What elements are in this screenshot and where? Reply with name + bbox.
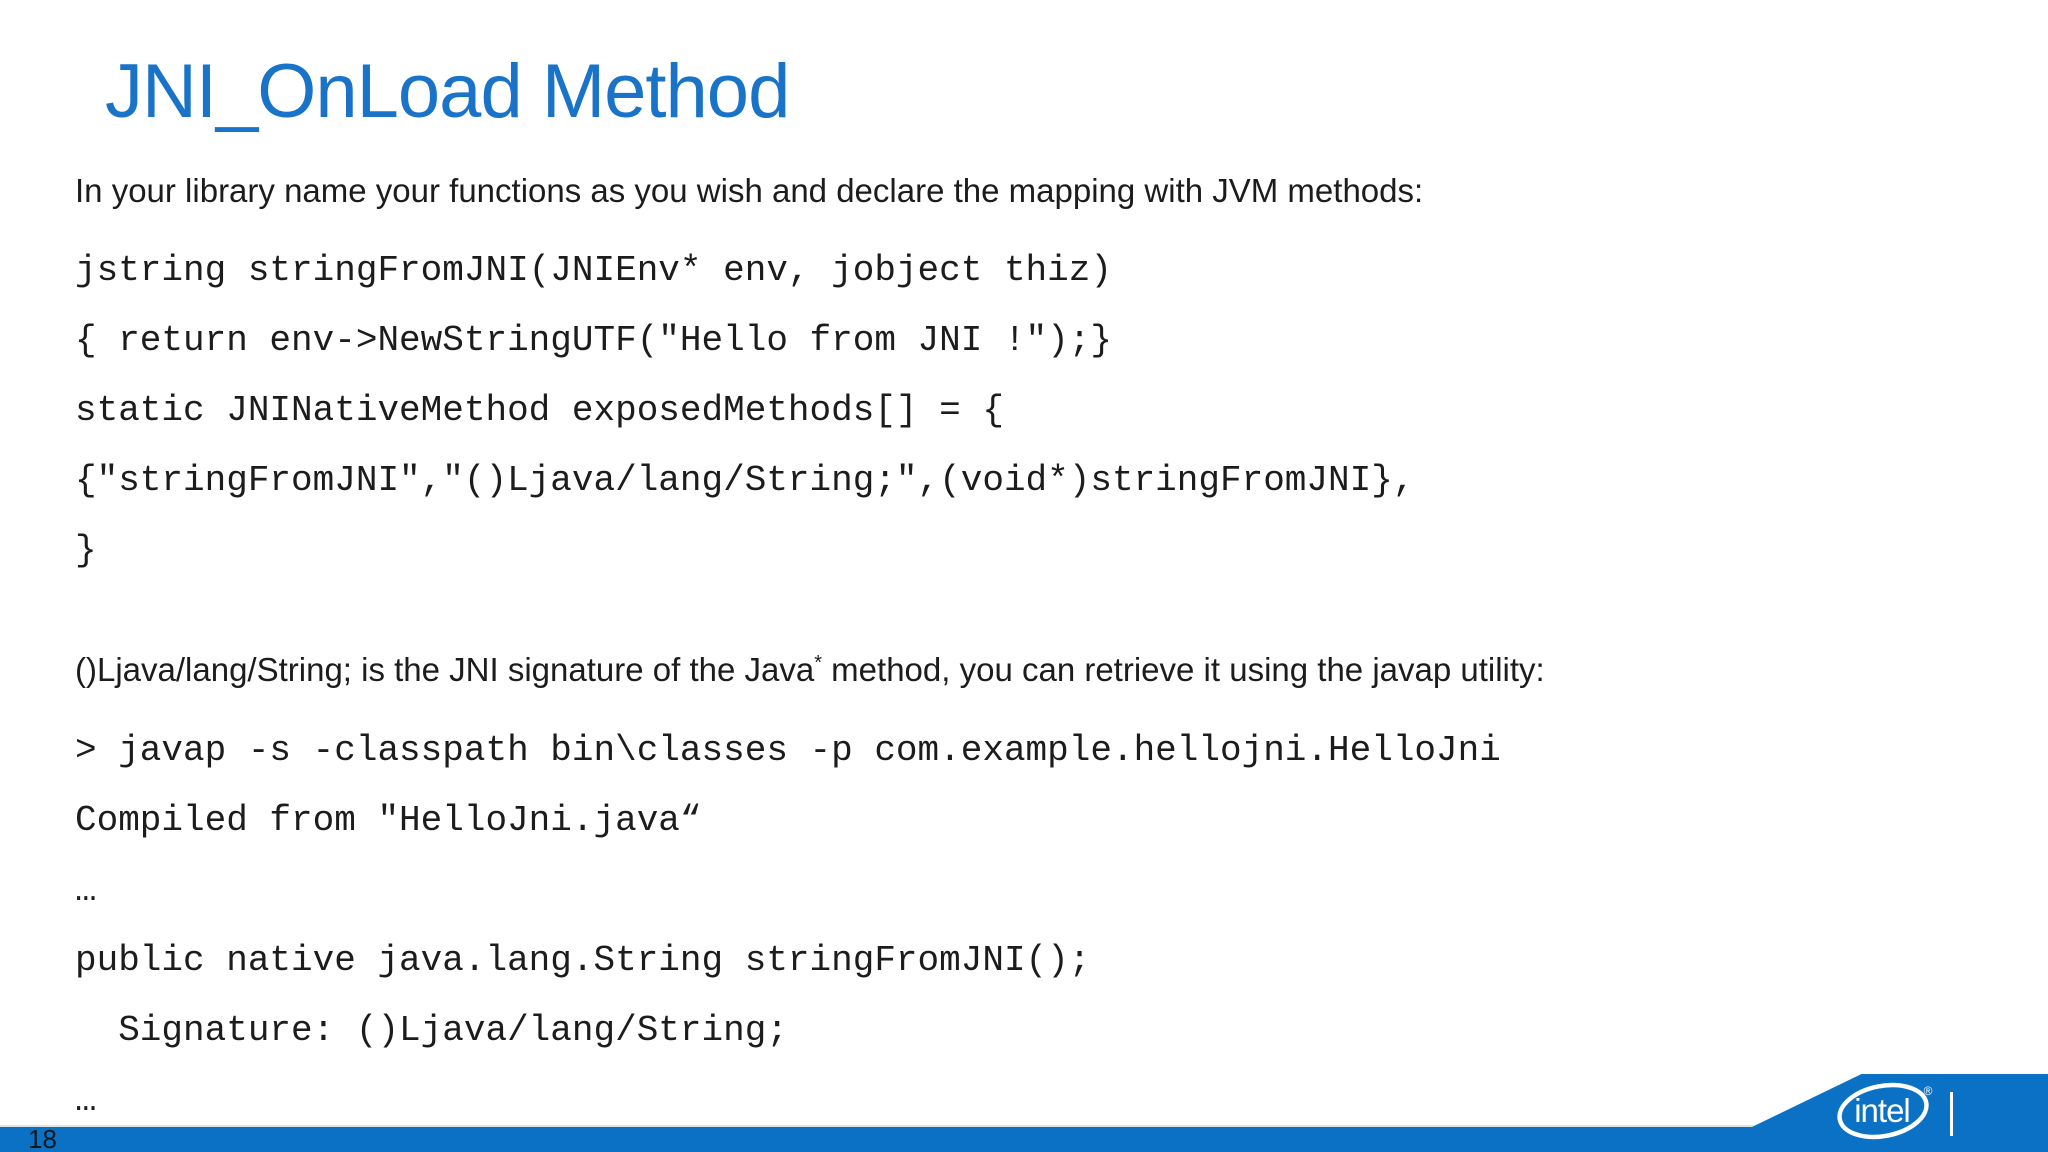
intro-paragraph: In your library name your functions as y…: [75, 172, 1424, 209]
code-line: …: [75, 1080, 97, 1121]
signature-paragraph-prefix: ()Ljava/lang/String; is the JNI signatur…: [75, 651, 815, 688]
code-line: jstring stringFromJNI(JNIEnv* env, jobje…: [75, 250, 1112, 291]
code-block-javap-output: > javap -s -classpath bin\classes -p com…: [75, 716, 1501, 1136]
registered-trademark-icon: ®: [1924, 1084, 1933, 1098]
signature-paragraph: ()Ljava/lang/String; is the JNI signatur…: [75, 651, 1545, 689]
page-number: 18: [28, 1124, 57, 1152]
code-line: static JNINativeMethod exposedMethods[] …: [75, 390, 1004, 431]
code-line: { return env->NewStringUTF("Hello from J…: [75, 320, 1112, 361]
code-line: > javap -s -classpath bin\classes -p com…: [75, 730, 1501, 771]
intel-logo-icon: intel ®: [1837, 1082, 1933, 1140]
asterisk-superscript: *: [814, 652, 823, 674]
code-line: {"stringFromJNI","()Ljava/lang/String;",…: [75, 460, 1415, 501]
code-line: public native java.lang.String stringFro…: [75, 940, 1091, 981]
footer-divider-line: [1950, 1092, 1953, 1136]
code-line: …: [75, 870, 97, 911]
code-block-jni-mapping: jstring stringFromJNI(JNIEnv* env, jobje…: [75, 236, 1414, 586]
code-line: Compiled from "HelloJni.java“: [75, 800, 702, 841]
intel-logo-wordmark: intel: [1854, 1092, 1910, 1129]
code-line: }: [75, 530, 97, 571]
signature-paragraph-suffix: method, you can retrieve it using the ja…: [822, 651, 1545, 688]
intel-logo-ellipse: [1837, 1082, 1929, 1140]
footer-bar: 18: [0, 1125, 2048, 1152]
code-line: Signature: ()Ljava/lang/String;: [75, 1010, 788, 1051]
slide-title: JNI_OnLoad Method: [105, 49, 790, 134]
